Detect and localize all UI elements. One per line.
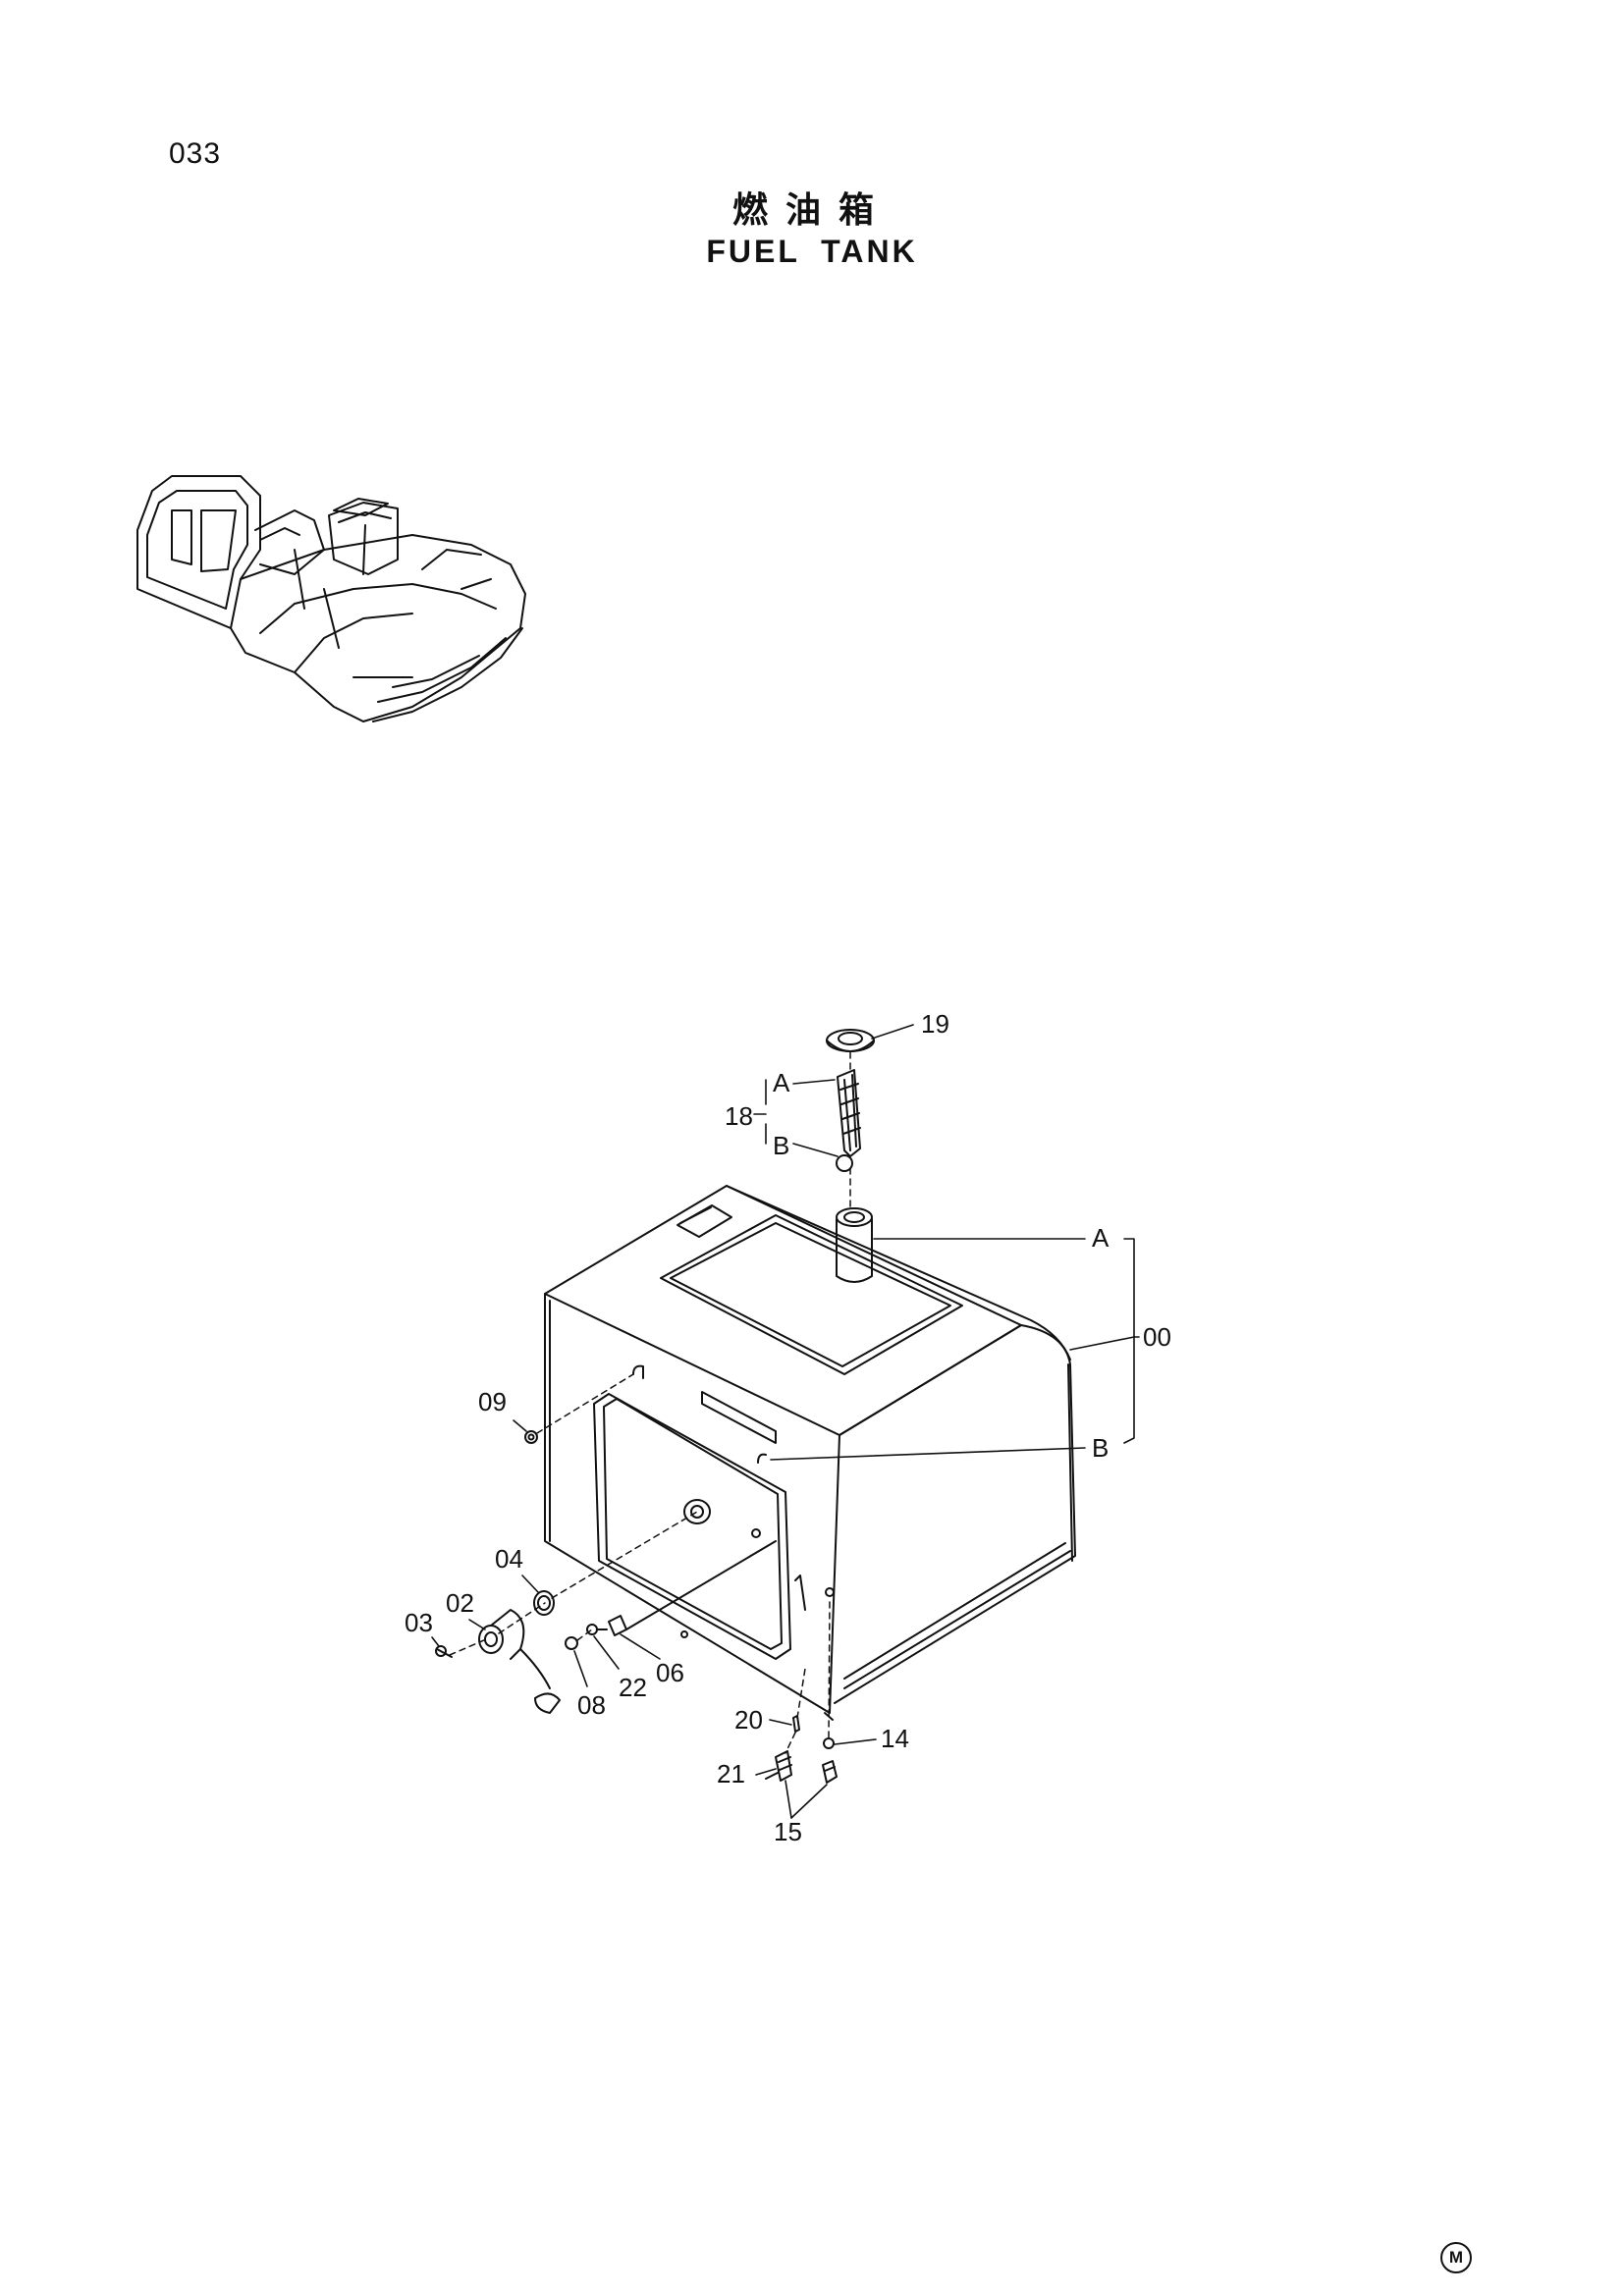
leader-lines (431, 1024, 1140, 1819)
callout-09: 09 (478, 1387, 507, 1416)
drain-parts (765, 1715, 838, 1784)
callout-03: 03 (405, 1608, 433, 1637)
m-mark-symbol: M (1440, 2242, 1472, 2273)
page-title: FUEL TANK (706, 234, 918, 269)
callout-b-right: B (1092, 1433, 1109, 1463)
fuel-tank-body (544, 1185, 1076, 1721)
callout-02: 02 (446, 1588, 474, 1618)
fuel-cap (826, 1029, 875, 1052)
page-number: 033 (169, 137, 222, 170)
callout-labels: 19 A 18 B A 00 B 09 04 02 03 08 22 06 20… (405, 1009, 1171, 1846)
callout-00: 00 (1143, 1322, 1171, 1352)
callout-18: 18 (725, 1101, 753, 1131)
callout-15: 15 (774, 1817, 802, 1846)
assembly-lines (449, 1051, 851, 1754)
callout-04: 04 (495, 1544, 523, 1574)
level-gauge-parts (435, 1430, 777, 1714)
callout-21: 21 (717, 1759, 745, 1789)
callout-20: 20 (734, 1705, 763, 1735)
callout-a-right: A (1092, 1223, 1110, 1253)
callout-b-top: B (773, 1131, 789, 1160)
strainer (836, 1069, 861, 1172)
callout-22: 22 (619, 1673, 647, 1702)
callout-a-top: A (773, 1068, 790, 1097)
callout-19: 19 (921, 1009, 949, 1039)
callout-06: 06 (656, 1658, 684, 1687)
callout-14: 14 (881, 1724, 909, 1753)
callout-08: 08 (577, 1690, 606, 1720)
page-title-chinese: 燃油箱 (731, 190, 892, 231)
excavator-locator-drawing (136, 475, 526, 722)
